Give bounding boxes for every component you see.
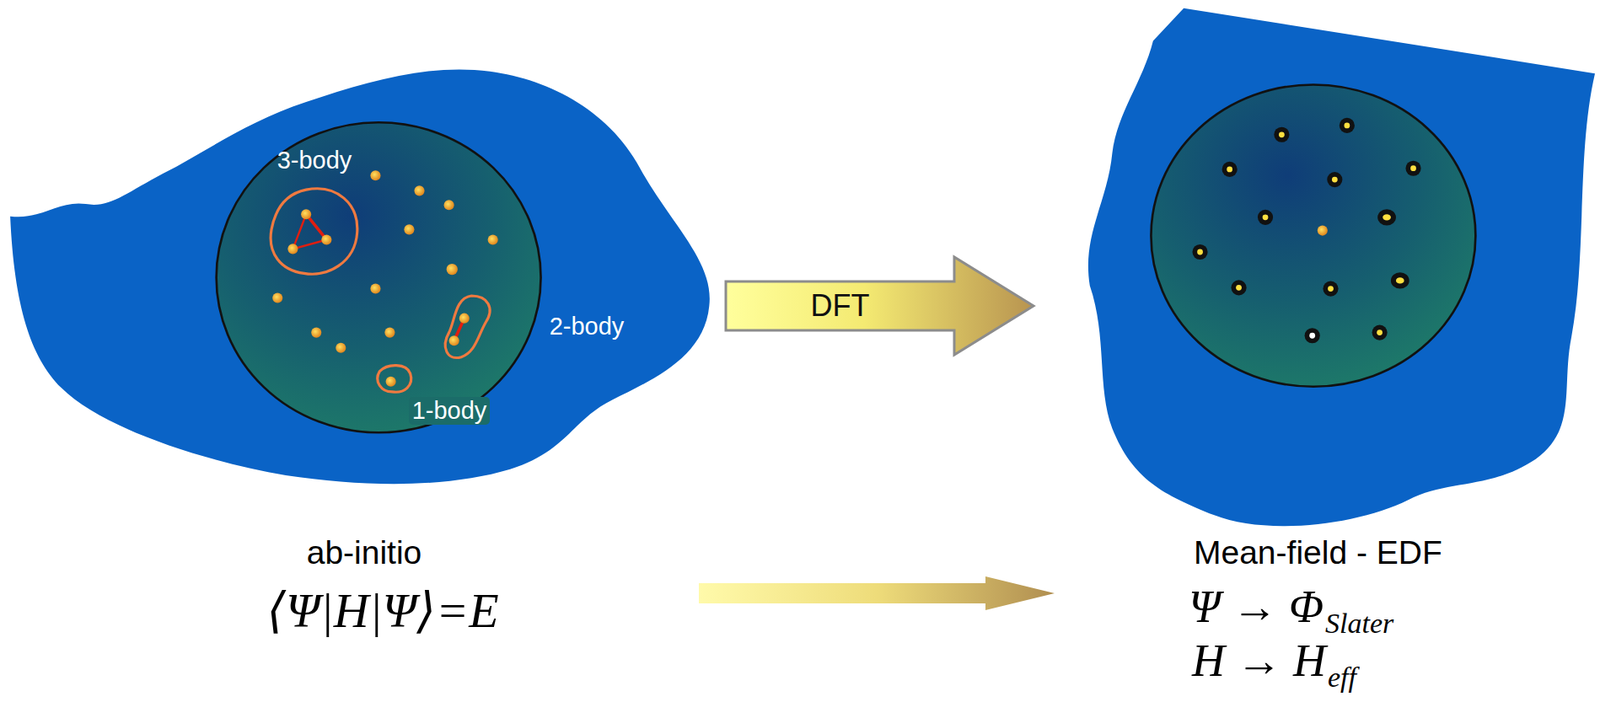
quasi-particles: [1191, 118, 1421, 344]
cluster-label: 3-body: [277, 146, 353, 175]
region-caption: Mean-field - EDF: [1193, 534, 1443, 572]
nucleus-circle: [1150, 84, 1476, 387]
mean-field-region: Mean-field - EDF Ψ → ΦSlaterH → Heff: [1079, 6, 1597, 698]
one-body-cluster: [377, 365, 412, 393]
formula-subscript: eff: [1327, 661, 1357, 694]
region-caption: ab-initio: [306, 534, 423, 572]
arrow-label: DFT: [810, 288, 870, 324]
cluster-label: 2-body: [549, 312, 625, 341]
formula-text: ⟨Ψ|H|Ψ⟩=E: [266, 581, 499, 639]
mapping-arrow: [698, 576, 1055, 611]
formula-text: Ψ → Φ: [1188, 580, 1324, 634]
formula-subscript: Slater: [1325, 607, 1394, 640]
nucleus-circle: [216, 122, 542, 433]
formula-text: H → H: [1191, 634, 1327, 688]
mean-field-illustration: [1079, 6, 1597, 698]
cluster-label: 1-body: [408, 397, 491, 425]
environment-blob: [10, 69, 710, 484]
dft-arrow: [725, 257, 1034, 355]
three-body-cluster: [270, 188, 358, 274]
nucleons: [272, 170, 499, 354]
ab-initio-region: ab-initio ⟨Ψ|H|Ψ⟩=E: [6, 59, 720, 650]
environment-blob: [1088, 8, 1595, 527]
two-body-cluster: [445, 295, 490, 358]
